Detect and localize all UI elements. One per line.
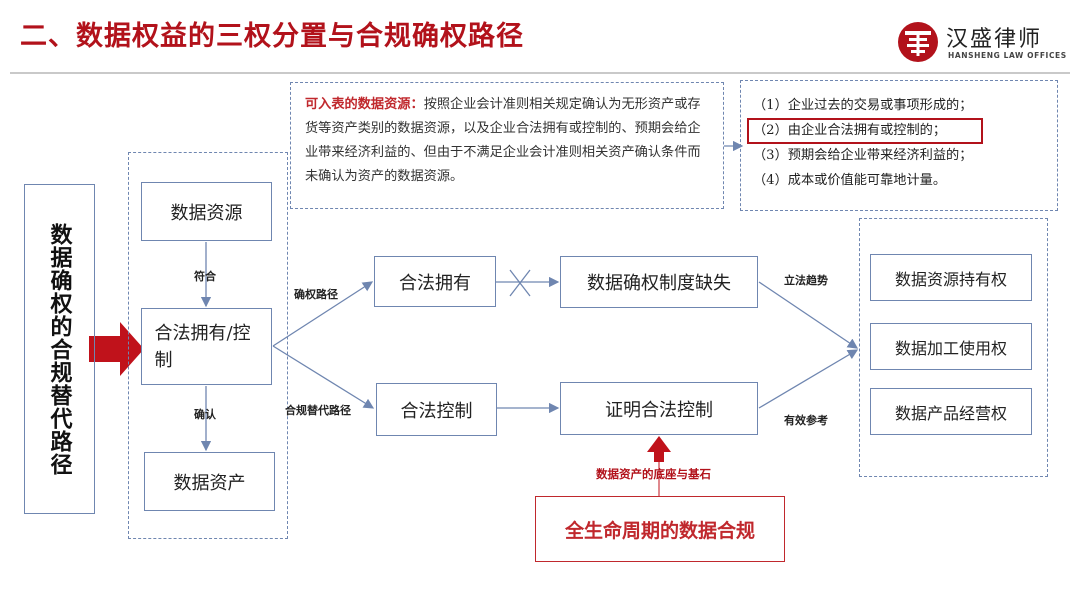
arrow-lacking-to-rights	[758, 281, 859, 349]
condition-item: （1）企业过去的交易或事项形成的；	[753, 98, 973, 113]
legal-own-control-label: 合法拥有/控制	[154, 322, 251, 371]
flow-container	[128, 152, 288, 539]
highlight-frame	[747, 118, 983, 144]
condition-item: （4）成本或价值能可靠地计量。	[753, 173, 947, 188]
big-red-arrow-icon	[89, 322, 144, 376]
page-title: 二、数据权益的三权分置与合规确权路径	[20, 21, 524, 52]
compliance-path-label: 合规替代路径	[285, 404, 351, 417]
confirm-label: 确认	[194, 408, 216, 421]
arrow-proof-to-rights	[758, 349, 859, 409]
left-title: 数据确权的合规替代路径	[46, 222, 73, 476]
rights-container	[859, 218, 1048, 477]
red-up-arrow-icon	[647, 436, 671, 462]
data-asset-box: 数据资产	[144, 452, 275, 511]
effective-reference-label: 有效参考	[784, 414, 828, 427]
condition-item-text: （2）由企业合法拥有或控制的；	[753, 123, 947, 138]
condition-item-highlighted: （2）由企业合法拥有或控制的；	[747, 118, 1045, 144]
definition-term: 可入表的数据资源：	[305, 97, 424, 112]
foundation-label: 数据资产的底座与基石	[596, 467, 711, 481]
right-item-operating: 数据产品经营权	[870, 388, 1032, 435]
conform-label: 符合	[194, 270, 216, 283]
title-divider	[10, 72, 1070, 74]
definition-text: 按照企业会计准则相关规定确认为无形资产或存货等资产类别的数据资源，以及企业合法拥…	[305, 97, 701, 184]
logo-name: 汉盛律师	[946, 27, 1043, 52]
definition-box: 可入表的数据资源：按照企业会计准则相关规定确认为无形资产或存货等资产类别的数据资…	[290, 82, 724, 209]
legal-own-control-box: 合法拥有/控制	[141, 308, 272, 385]
right-item-processing: 数据加工使用权	[870, 323, 1032, 370]
legal-own-box: 合法拥有	[374, 256, 496, 307]
conditions-box: （1）企业过去的交易或事项形成的； （2）由企业合法拥有或控制的； （3）预期会…	[740, 80, 1058, 211]
compliance-box: 全生命周期的数据合规	[535, 496, 785, 562]
left-title-box: 数据确权的合规替代路径	[24, 184, 95, 514]
right-item-holding: 数据资源持有权	[870, 254, 1032, 301]
legal-control-box: 合法控制	[376, 383, 497, 436]
condition-item: （3）预期会给企业带来经济利益的；	[753, 148, 973, 163]
arrow-to-legal-control	[272, 345, 375, 409]
prove-control-box: 证明合法控制	[560, 382, 758, 435]
legislative-trend-label: 立法趋势	[784, 274, 828, 287]
logo-subtitle: HANSHENG LAW OFFICES	[948, 51, 1067, 60]
logo-emblem-icon	[898, 22, 938, 62]
arrow-to-legal-own	[272, 281, 374, 347]
data-resource-box: 数据资源	[141, 182, 272, 241]
confirm-path-label: 确权路径	[294, 288, 338, 301]
logo: 汉盛律师 HANSHENG LAW OFFICES	[896, 18, 1067, 66]
system-lacking-box: 数据确权制度缺失	[560, 256, 758, 308]
